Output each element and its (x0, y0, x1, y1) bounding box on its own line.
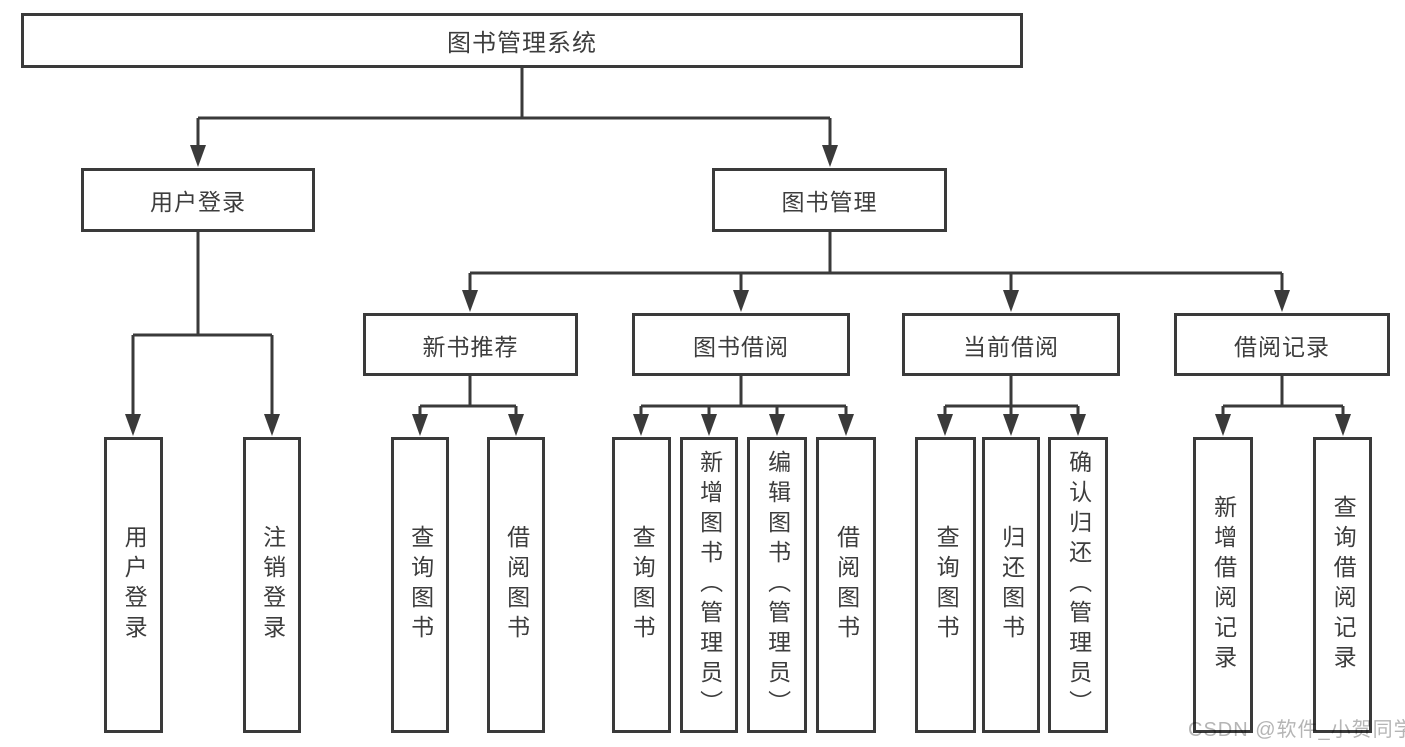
leaf-add-books-admin: 新增图书（管理员） (680, 437, 738, 733)
leaf-newbook-query-books-label: 查询图书 (407, 525, 434, 645)
leaf-newbook-borrow-books-label: 借阅图书 (503, 525, 530, 645)
leaf-borrowing-borrow-books: 借阅图书 (816, 437, 876, 733)
leaf-user-login: 用户登录 (104, 437, 163, 733)
leaf-confirm-return-admin: 确认归还（管理员） (1048, 437, 1108, 733)
csdn-watermark: CSDN @软件_小贺同学 (1188, 719, 1405, 741)
leaf-return-books-label: 归还图书 (998, 525, 1025, 645)
leaf-borrowing-borrow-books-label: 借阅图书 (833, 525, 860, 645)
node-borrow-records: 借阅记录 (1174, 313, 1390, 376)
leaf-add-books-admin-label: 新增图书（管理员） (696, 450, 723, 720)
leaf-edit-books-admin-label: 编辑图书（管理员） (764, 450, 791, 720)
leaf-logout-label: 注销登录 (259, 525, 286, 645)
leaf-borrowing-query-books-label: 查询图书 (629, 525, 656, 645)
leaf-add-borrow-record-label: 新增借阅记录 (1210, 495, 1237, 675)
leaf-logout: 注销登录 (243, 437, 301, 733)
node-book-management-branch: 图书管理 (712, 168, 947, 232)
leaf-borrowing-query-books: 查询图书 (612, 437, 671, 733)
leaf-return-books: 归还图书 (982, 437, 1040, 733)
leaf-query-borrow-record: 查询借阅记录 (1313, 437, 1372, 733)
leaf-edit-books-admin: 编辑图书（管理员） (747, 437, 807, 733)
leaf-newbook-borrow-books: 借阅图书 (487, 437, 545, 733)
leaf-current-query-books: 查询图书 (915, 437, 976, 733)
leaf-newbook-query-books: 查询图书 (391, 437, 449, 733)
leaf-user-login-label: 用户登录 (121, 525, 148, 645)
leaf-current-query-books-label: 查询图书 (933, 525, 960, 645)
leaf-query-borrow-record-label: 查询借阅记录 (1330, 495, 1357, 675)
node-library-management-system: 图书管理系统 (21, 13, 1023, 68)
leaf-add-borrow-record: 新增借阅记录 (1193, 437, 1253, 733)
node-new-book-recommend: 新书推荐 (363, 313, 578, 376)
node-book-borrowing: 图书借阅 (632, 313, 850, 376)
leaf-confirm-return-admin-label: 确认归还（管理员） (1065, 450, 1092, 720)
node-user-login-branch: 用户登录 (81, 168, 315, 232)
node-current-borrowing: 当前借阅 (902, 313, 1120, 376)
